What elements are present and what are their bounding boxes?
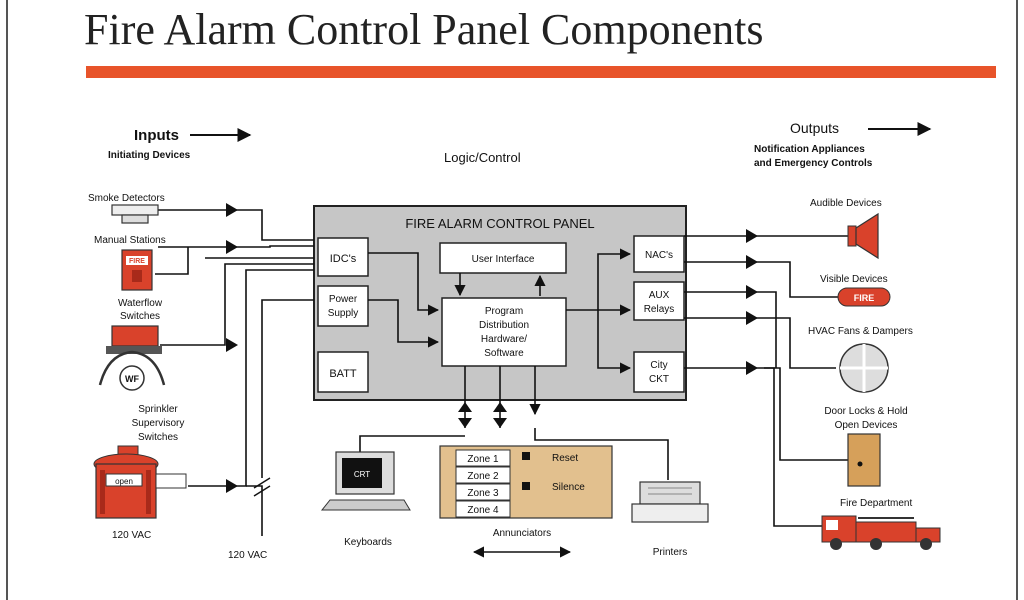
zone-2-label: Zone 2 (467, 471, 499, 482)
door-label-2: Open Devices (835, 420, 898, 431)
sprinkler-label-1: Sprinkler (138, 404, 178, 415)
visible-devices-label: Visible Devices (820, 274, 888, 285)
printer-icon (631, 481, 709, 523)
power-hash-marks (253, 477, 271, 497)
door-lock-icon (847, 433, 881, 487)
outputs-subheading-1: Notification Appliances (754, 144, 865, 155)
city-ckt-box (633, 351, 685, 393)
nac-label: NAC's (645, 250, 673, 261)
printer-wire (534, 428, 669, 480)
fire-truck-icon (821, 515, 941, 550)
silence-label: Silence (552, 482, 585, 493)
fire-department-label: Fire Department (840, 498, 912, 509)
output-wiring (684, 235, 848, 527)
horn-icon (847, 212, 879, 260)
battery-label: BATT (329, 368, 357, 380)
smoke-detector-icon (111, 204, 159, 224)
zone-list (455, 449, 511, 518)
fire-sign-label: FIRE (129, 258, 145, 265)
power-supply-box (317, 285, 369, 327)
zone-4-label: Zone 4 (467, 505, 499, 516)
inputs-heading: Inputs (134, 127, 179, 144)
wf-badge-label: WF (125, 374, 139, 384)
aux-label-2: Relays (644, 304, 675, 315)
right-border (1016, 0, 1018, 600)
program-label-1: Program (485, 306, 523, 317)
sprinkler-label-3: Switches (138, 432, 178, 443)
title-accent-bar (86, 66, 996, 78)
user-interface-box (439, 242, 567, 274)
waterflow-switch-icon (98, 325, 166, 391)
program-label-2: Distribution (479, 320, 529, 331)
battery-box (317, 351, 369, 393)
smoke-detectors-label: Smoke Detectors (88, 193, 165, 204)
zone-1-label: Zone 1 (467, 454, 499, 465)
vac-label-bottom: 120 VAC (228, 550, 267, 561)
keyboard-wire (359, 435, 465, 452)
input-arrowheads (226, 203, 238, 493)
fan-damper-icon (839, 343, 889, 393)
panel-title: FIRE ALARM CONTROL PANEL (405, 216, 594, 231)
strobe-icon (837, 287, 891, 307)
nac-box (633, 235, 685, 273)
crt-terminal-icon (320, 451, 411, 511)
power-label-1: Power (329, 294, 358, 305)
output-arrowheads (746, 229, 758, 375)
aux-label-1: AUX (649, 290, 670, 301)
reset-label: Reset (552, 453, 578, 464)
waterflow-label-1: Waterflow (118, 298, 163, 309)
hvac-label: HVAC Fans & Dampers (808, 326, 913, 337)
sprinkler-label-2: Supervisory (132, 418, 185, 429)
zone-3-label: Zone 3 (467, 488, 499, 499)
inputs-subheading: Initiating Devices (108, 150, 191, 161)
annunciators-label: Annunciators (493, 528, 551, 539)
aux-relays-box (633, 281, 685, 321)
door-label-1: Door Locks & Hold (824, 406, 907, 417)
open-tag-label: open (115, 477, 133, 486)
outputs-heading: Outputs (790, 120, 839, 136)
program-label-4: Software (484, 348, 524, 359)
program-distribution-box (441, 297, 567, 367)
bus-arrowheads (458, 402, 507, 428)
user-interface-label: User Interface (472, 254, 535, 265)
strobe-label: FIRE (854, 293, 875, 303)
vac-label-left: 120 VAC (112, 530, 151, 541)
city-label-1: City (650, 360, 667, 371)
left-border (6, 0, 8, 600)
keyboards-label: Keyboards (344, 537, 392, 548)
input-wiring (155, 209, 314, 536)
page-title: Fire Alarm Control Panel Components (84, 5, 764, 54)
city-label-2: CKT (649, 374, 669, 385)
idc-box (317, 237, 369, 277)
manual-stations-label: Manual Stations (94, 235, 166, 246)
silence-indicator (522, 482, 530, 490)
panel-internal-wiring (368, 248, 632, 428)
power-label-2: Supply (328, 308, 359, 319)
idc-label: IDC's (330, 253, 357, 265)
reset-indicator (522, 452, 530, 460)
crt-label: CRT (354, 470, 370, 479)
program-label-3: Hardware/ (481, 334, 527, 345)
manual-pull-station-icon (121, 249, 153, 291)
outputs-subheading-2: and Emergency Controls (754, 158, 873, 169)
waterflow-label-2: Switches (120, 311, 160, 322)
logic-control-label: Logic/Control (444, 150, 521, 165)
sprinkler-valve-icon (93, 445, 187, 519)
audible-devices-label: Audible Devices (810, 198, 882, 209)
printers-label: Printers (653, 547, 687, 558)
